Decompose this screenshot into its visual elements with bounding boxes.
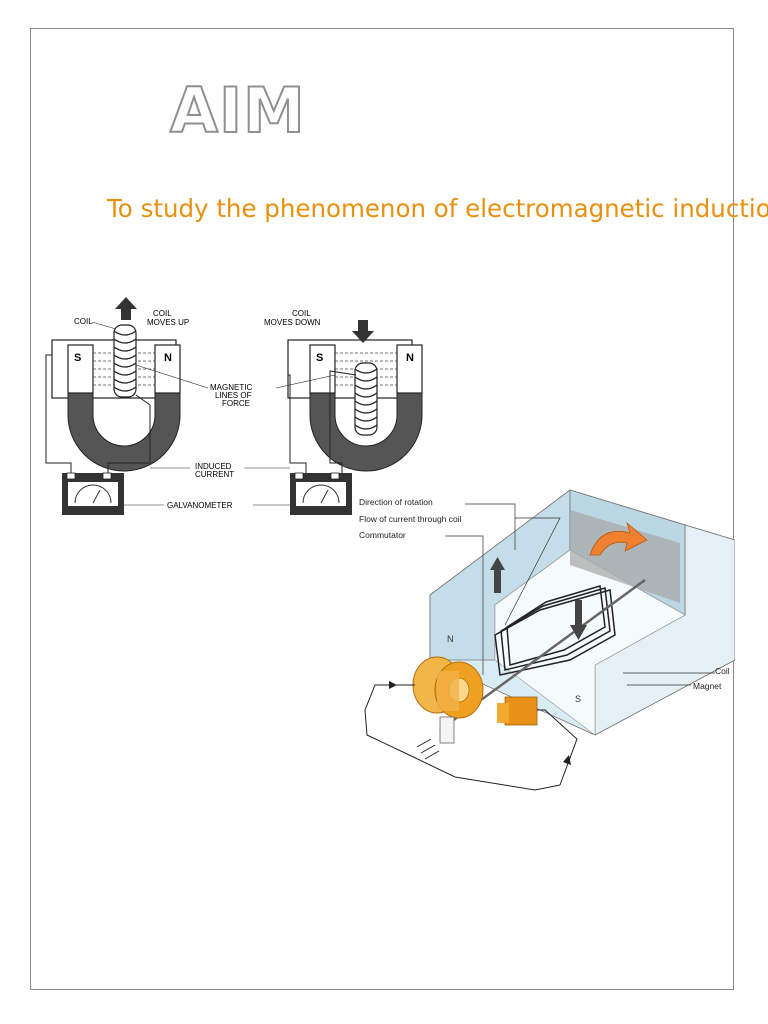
current-down-arrow-icon <box>570 600 587 640</box>
induced-current-label-1: INDUCED <box>195 462 232 471</box>
magnet-label: Magnet <box>693 681 722 691</box>
magnetic-lines-label-2: LINES OF <box>215 391 252 400</box>
commutator-label: Commutator <box>359 530 406 540</box>
galvanometer-left <box>62 472 124 515</box>
pole-n-right: N <box>406 352 414 364</box>
circuit-arrow-right-icon <box>563 755 571 765</box>
generator-diagram: N S Direction of rotation Flow of curren… <box>359 489 735 791</box>
commutator <box>412 656 538 744</box>
galvanometer-label: GALVANOMETER <box>167 501 233 510</box>
page-subtitle: To study the phenomenon of electromagnet… <box>107 194 768 223</box>
coil-right <box>354 362 378 436</box>
flow-of-current-label: Flow of current through coil <box>359 514 462 524</box>
coil-moves-up-label-2: MOVES UP <box>147 318 189 327</box>
magnetic-lines-label-1: MAGNETIC <box>210 383 252 392</box>
pole-s-right: S <box>316 352 323 364</box>
magnet-right <box>287 339 423 472</box>
coil-moves-down-label-1: COIL <box>292 309 311 318</box>
direction-of-rotation-label: Direction of rotation <box>359 497 433 507</box>
arrow-down-icon <box>352 320 374 343</box>
pole-s-left: S <box>74 352 81 364</box>
generator-coil <box>494 585 616 676</box>
coil-side-label: Coil <box>715 666 730 676</box>
arrow-up-icon <box>115 297 137 320</box>
induction-diagram: S N COIL COIL MOVES UP <box>45 297 423 515</box>
generator-pole-s: S <box>575 694 581 704</box>
current-up-arrow-icon <box>490 557 505 593</box>
magnetic-lines-label-3: FORCE <box>222 399 250 408</box>
coil-moves-up-label-1: COIL <box>153 309 172 318</box>
coil-moves-down-label-2: MOVES DOWN <box>264 318 321 327</box>
rotation-arrow-icon <box>589 521 648 556</box>
induced-current-label-2: CURRENT <box>195 470 234 479</box>
generator-pole-n: N <box>447 634 454 644</box>
page-title: AIM <box>169 74 306 147</box>
circuit-arrow-left-icon <box>389 681 397 689</box>
coil-left <box>113 324 137 398</box>
pole-n-left: N <box>164 352 172 364</box>
galvanometer-right <box>290 472 352 515</box>
coil-label: COIL <box>74 317 93 326</box>
